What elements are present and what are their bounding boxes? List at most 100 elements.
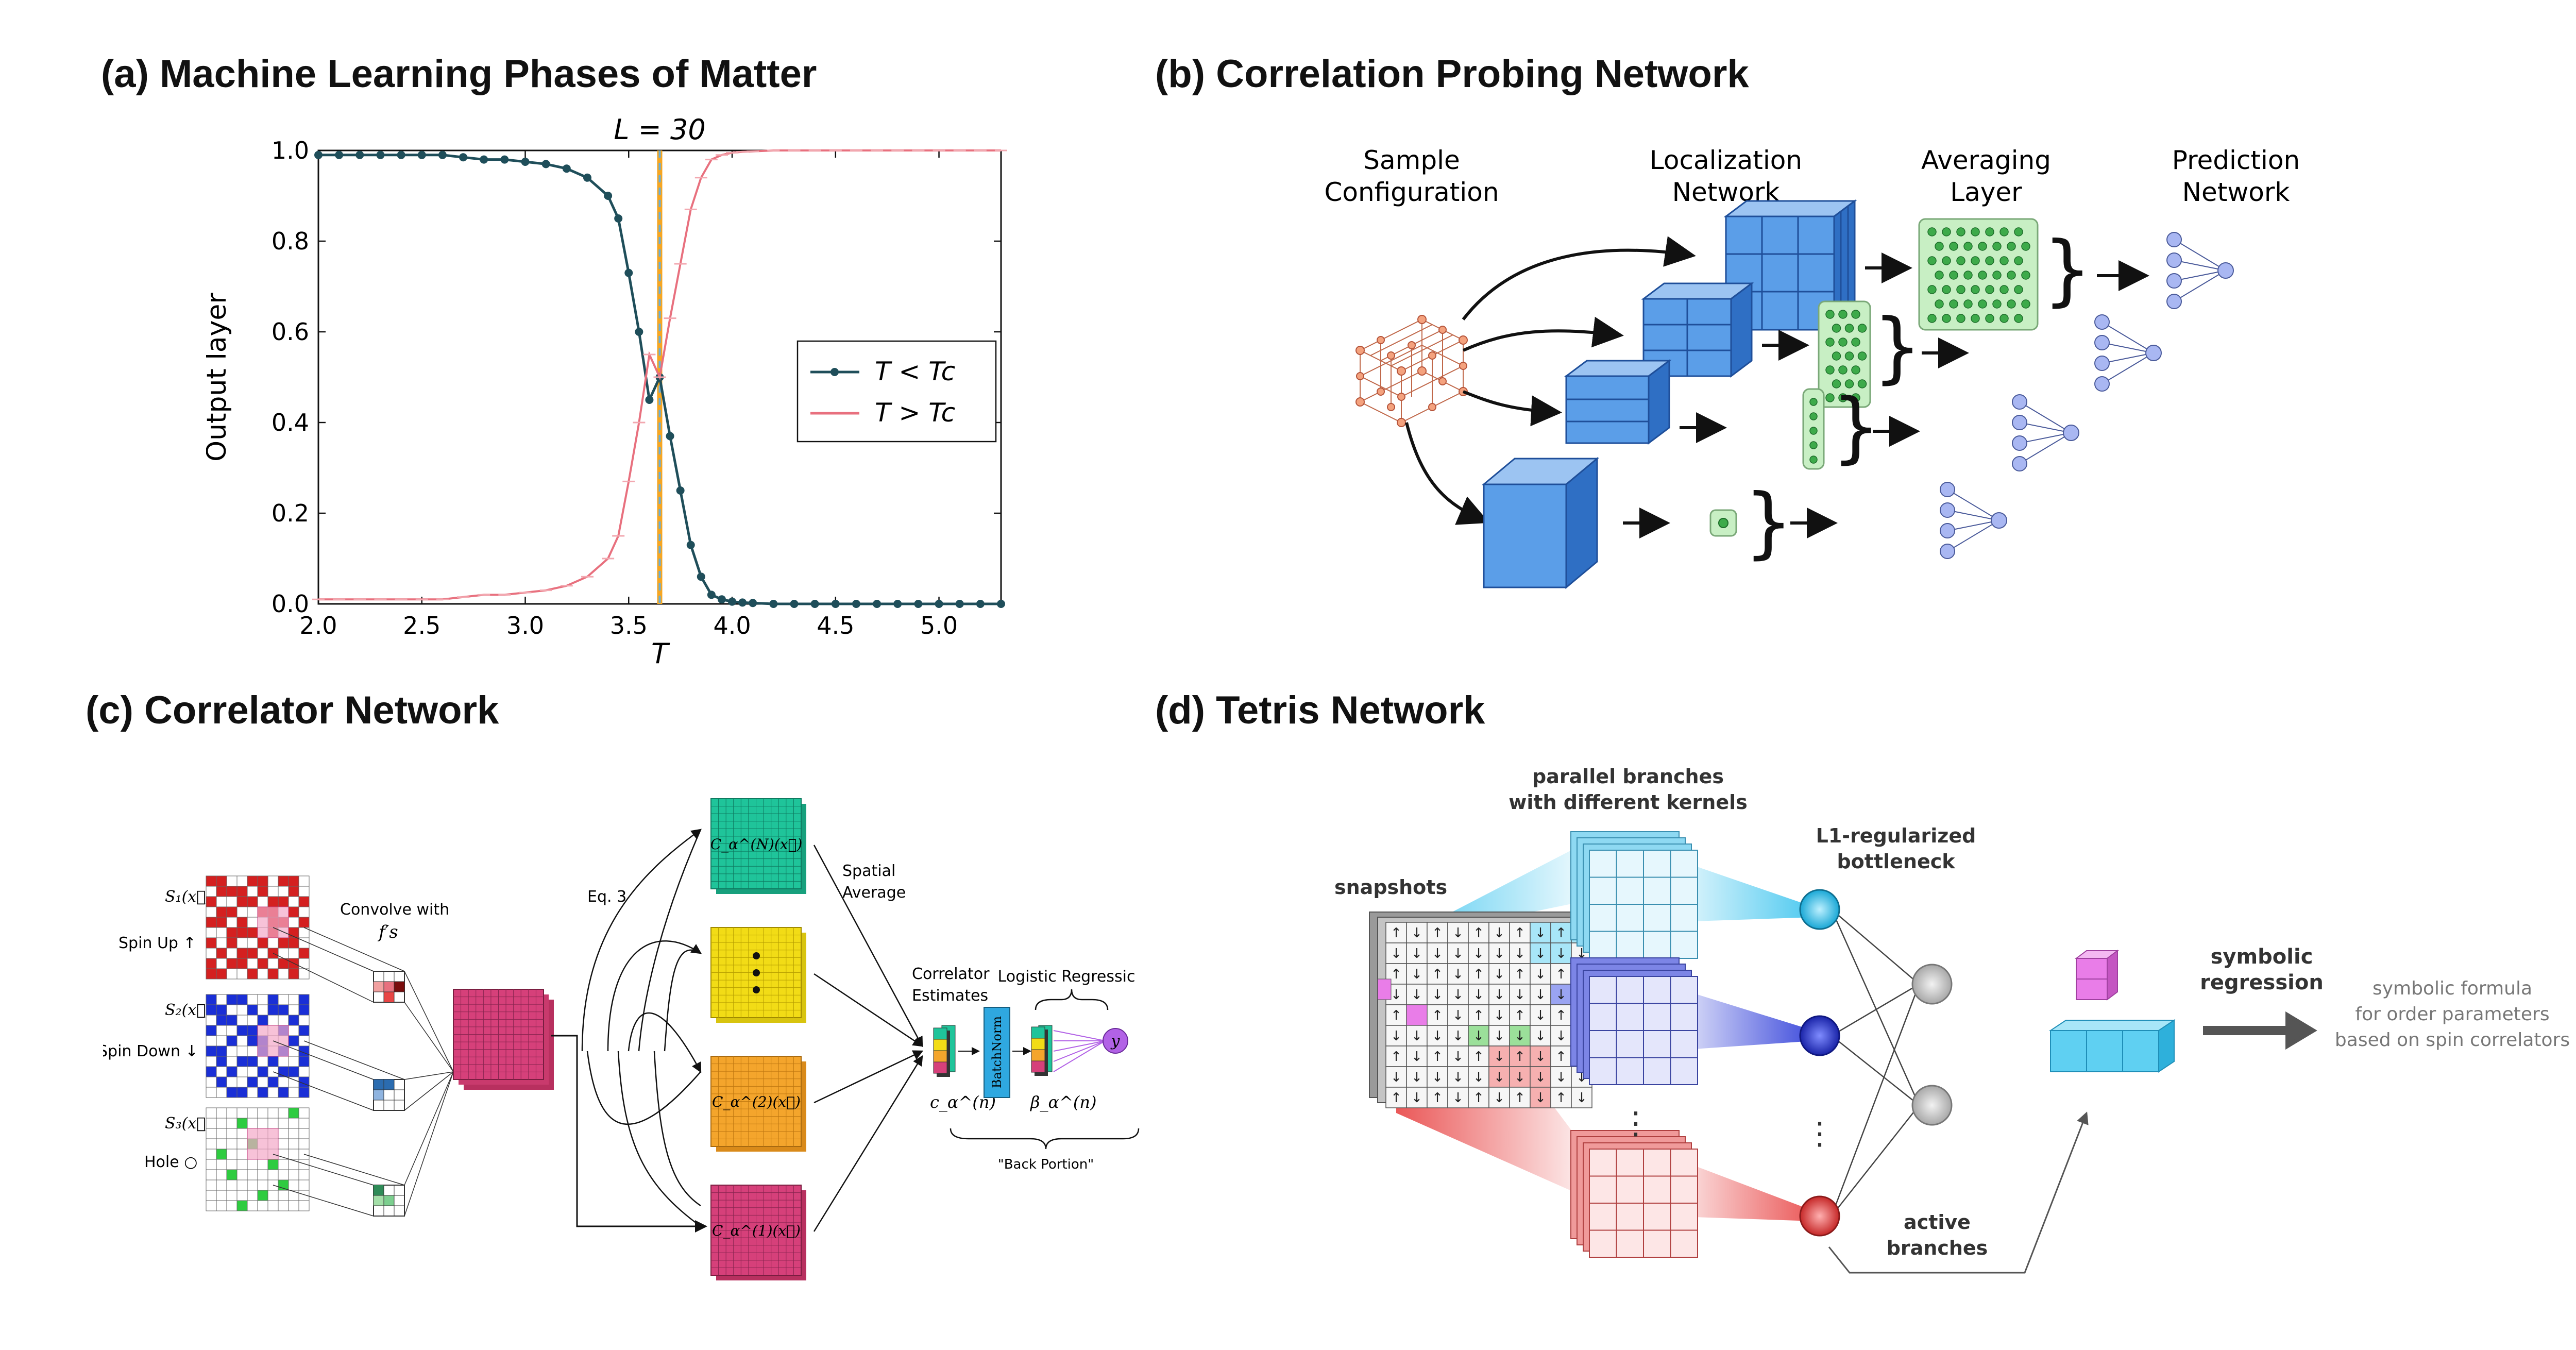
spin-arrow: ↓: [1411, 925, 1422, 941]
formula-label-2: for order parameters: [2355, 1004, 2549, 1025]
data-point-below: [697, 572, 705, 581]
grid-cell: [216, 906, 227, 918]
grid-cell: [206, 958, 217, 969]
grid-cell: [216, 937, 227, 949]
spin-arrow: ↓: [1555, 1028, 1567, 1044]
grid-cell: [236, 1179, 248, 1191]
grid-cell: [236, 1015, 248, 1026]
pred-edge: [2102, 342, 2154, 353]
grid-cell: [216, 1107, 227, 1119]
grid-cell: [226, 1004, 238, 1016]
beam-cyan-out: [1664, 855, 1814, 922]
grid-cell: [278, 968, 289, 980]
grid-cell: [236, 958, 248, 969]
data-point-below: [749, 599, 757, 608]
snapshot-cell: [1468, 942, 1489, 964]
grid-cell: [257, 1004, 268, 1016]
grid-cell: [236, 1190, 248, 1201]
grid-cell: [226, 1025, 238, 1036]
pred-input-node: [2012, 456, 2027, 471]
avg-dot: [1956, 314, 1965, 323]
grid-cell: [206, 1076, 217, 1088]
grid-cell: [298, 917, 310, 928]
grid-cell: [206, 1138, 217, 1150]
spin-arrow: ↑: [1514, 925, 1526, 941]
grid-cell: [278, 1179, 289, 1191]
grid-cell: [226, 917, 238, 928]
grid-cell: [236, 1200, 248, 1211]
grid-cell: [288, 968, 299, 980]
grid-cell: [257, 994, 268, 1005]
avg-dot: [1999, 227, 2009, 237]
x-tick-label: 2.5: [403, 612, 440, 639]
avg-dot: [1992, 299, 2002, 309]
grid-cell: [216, 917, 227, 928]
data-point-below: [790, 600, 799, 608]
grid-cell: [267, 1015, 279, 1026]
data-point-below: [914, 600, 923, 608]
spin-arrow: ↓: [1535, 1049, 1546, 1065]
grid-cell: [298, 1118, 310, 1129]
grid-cell: [288, 1169, 299, 1180]
grid-cell: [257, 1159, 268, 1170]
convolve-label-2: f′s: [377, 922, 398, 942]
spin-arrow: ↑: [1473, 1090, 1484, 1106]
pred-edge: [2174, 270, 2226, 302]
data-point-below: [397, 150, 405, 159]
grid-cell: [226, 968, 238, 980]
data-point-below: [666, 432, 674, 441]
grid-cell: [247, 1169, 258, 1180]
output-y-label: y: [1110, 1032, 1121, 1050]
avg-dot: [1935, 299, 1944, 309]
spin-arrow: ↓: [1535, 1090, 1546, 1106]
grid-cell: [236, 1087, 248, 1098]
avg-dot: [1927, 227, 1937, 237]
grid-cell: [216, 927, 227, 938]
spin-arrow: ↓: [1411, 1070, 1422, 1085]
data-point-below: [728, 597, 737, 606]
averaging-label-2: Layer: [1950, 177, 2022, 207]
spin-arrow: ↑: [1555, 967, 1567, 982]
grid-cell: [206, 1056, 217, 1067]
grid-cell: [267, 875, 279, 887]
legend-label-above: T > Tc: [875, 398, 955, 428]
grid-cell: [247, 1200, 258, 1211]
data-point-below: [541, 160, 550, 168]
y-tick-label: 0.6: [272, 318, 309, 346]
pred-edge: [2019, 432, 2072, 444]
grid-cell: [216, 1179, 227, 1191]
grid-cell: [257, 1118, 268, 1129]
chart-legend: T < TcT > Tc: [796, 340, 997, 443]
grid-cell: [206, 896, 217, 907]
avg-dot: [1844, 379, 1854, 389]
avg-dot: [1949, 299, 1958, 309]
grid-cell: [216, 1138, 227, 1150]
beam-blue-out: [1664, 984, 1814, 1051]
grid-cell: [236, 896, 248, 907]
grid-cell: [226, 1087, 238, 1098]
grid-cell: [236, 1138, 248, 1150]
correlator-vector: [933, 1025, 956, 1077]
avg-dot: [1971, 256, 1980, 265]
spin-arrow: ↓: [1494, 1008, 1505, 1023]
spin-arrow: ↑: [1391, 967, 1402, 982]
avg-dot: [2014, 285, 2023, 294]
beam-red-out: [1664, 1154, 1814, 1221]
avg-dot: [1978, 299, 1987, 309]
grid-cell: [247, 906, 258, 918]
grid-cell: [226, 1159, 238, 1170]
grid-cell: [288, 1004, 299, 1016]
spin-arrow: ↓: [1494, 946, 1505, 961]
grid-cell: [278, 1138, 289, 1150]
y-tick-label: 0.8: [272, 227, 309, 255]
avg-dot: [1825, 310, 1835, 319]
correlator-est-label-2: Estimates: [912, 987, 988, 1005]
grid-cell: [216, 1025, 227, 1036]
brace-2: }: [1873, 302, 1922, 392]
spin-arrow: ↓: [1452, 1049, 1464, 1065]
grid-highlight: [257, 906, 289, 938]
avg-dot: [1999, 285, 2009, 294]
grid-cell: [216, 896, 227, 907]
spin-up-label: Spin Up ↑: [118, 934, 196, 952]
spin-arrow: ↓: [1473, 1070, 1484, 1085]
